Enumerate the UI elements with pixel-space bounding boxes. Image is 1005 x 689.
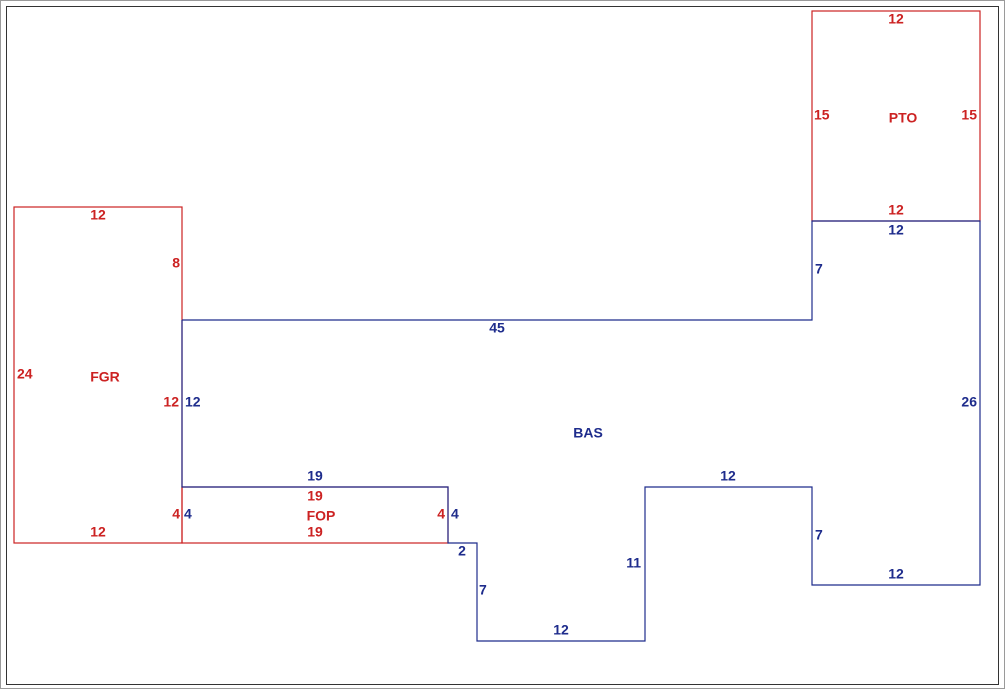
bas-bump-top-dimension: 12 xyxy=(720,468,736,484)
fgr-area: 12 8 24 12 4 12 FGR xyxy=(13,206,183,544)
bas-fop-right-dimension: 4 xyxy=(451,506,459,522)
fgr-left-dimension: 24 xyxy=(17,366,33,382)
fgr-right-lower-dimension: 4 xyxy=(172,506,180,522)
bas-area: 12 7 45 12 26 19 4 4 2 7 12 11 12 7 12 B… xyxy=(181,220,981,642)
fop-right-dimension: 4 xyxy=(437,506,445,522)
pto-label: PTO xyxy=(889,110,918,126)
fop-area: 19 19 4 FOP xyxy=(181,486,449,544)
fgr-top-dimension: 12 xyxy=(90,207,106,223)
bas-right-upper-dimension: 7 xyxy=(815,261,823,277)
bas-fop-left-dimension: 4 xyxy=(184,506,192,522)
pto-right-dimension: 15 xyxy=(961,107,977,123)
fgr-bottom-dimension: 12 xyxy=(90,524,106,540)
sketch-border xyxy=(6,6,999,685)
fop-top-dimension: 19 xyxy=(307,488,323,504)
bas-bump-left-dimension: 7 xyxy=(815,527,823,543)
fgr-right-middle-dimension: 12 xyxy=(163,394,179,410)
bas-top-right-dimension: 12 xyxy=(888,222,904,238)
bas-top-dimension: 45 xyxy=(489,320,505,336)
pto-area: 12 15 15 12 PTO xyxy=(811,10,981,222)
bas-notch-bottom-dimension: 12 xyxy=(553,622,569,638)
fop-label: FOP xyxy=(307,508,336,524)
fgr-label: FGR xyxy=(90,369,120,385)
pto-top-dimension: 12 xyxy=(888,11,904,27)
bas-bump-bottom-dimension: 12 xyxy=(888,566,904,582)
pto-left-dimension: 15 xyxy=(814,107,830,123)
bas-left-dimension: 12 xyxy=(185,394,201,410)
bas-right-dimension: 26 xyxy=(961,394,977,410)
bas-notch-right-dimension: 11 xyxy=(626,555,641,571)
bas-fop-top-dimension: 19 xyxy=(307,468,323,484)
bas-step-dimension: 2 xyxy=(458,543,466,559)
bas-label: BAS xyxy=(573,425,603,441)
pto-bottom-dimension: 12 xyxy=(888,202,904,218)
bas-outline xyxy=(181,220,981,642)
fgr-right-upper-dimension: 8 xyxy=(172,255,180,271)
fop-bottom-dimension: 19 xyxy=(307,524,323,540)
bas-notch-left-dimension: 7 xyxy=(479,582,487,598)
